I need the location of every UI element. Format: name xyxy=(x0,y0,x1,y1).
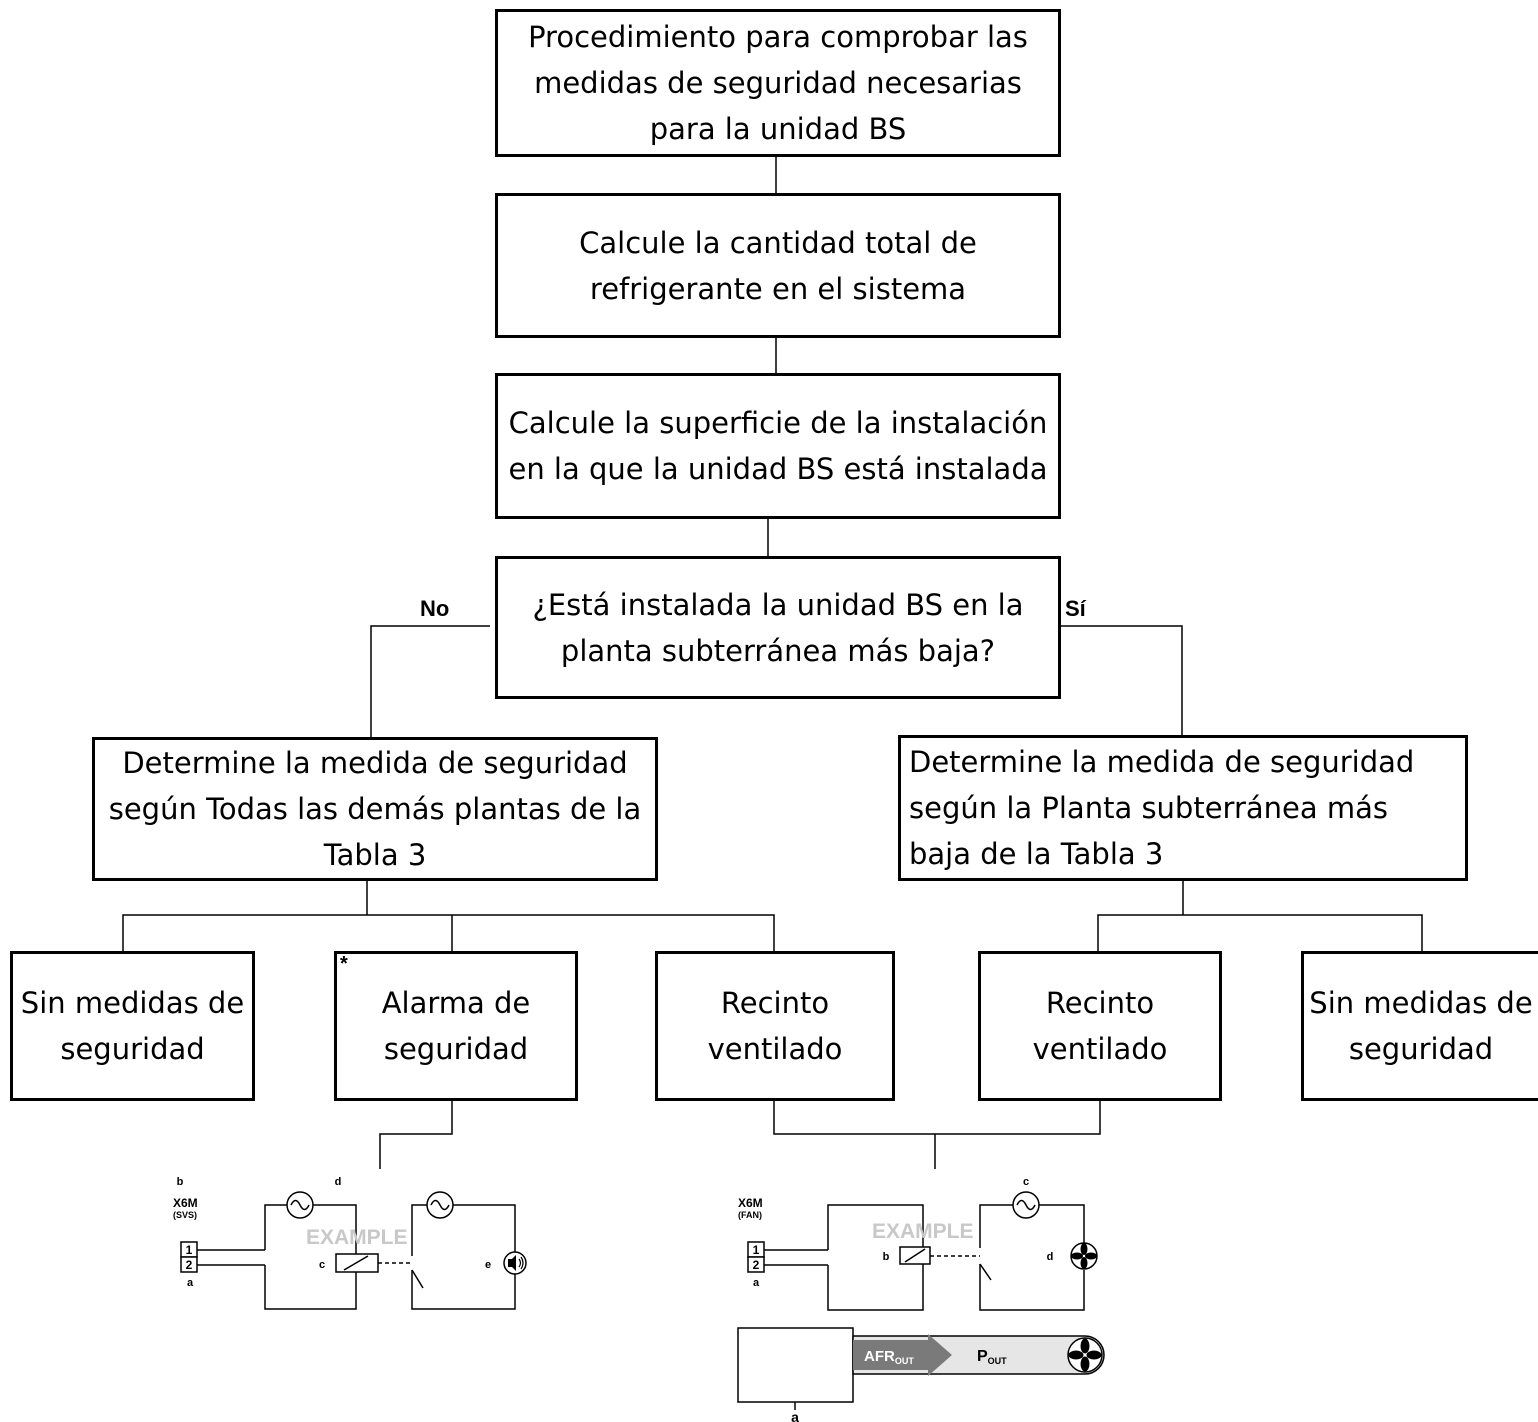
alarm-label-d: d xyxy=(335,1176,342,1188)
outcome-text: Recinto ventilado xyxy=(1032,986,1168,1066)
fan-wiring-diagram: c X6M (FAN) 1 2 a b d EXAMPLE a AFROUT P… xyxy=(737,1176,1105,1422)
pout-label: P xyxy=(977,1348,988,1365)
start-box: Procedimiento para comprobar las medidas… xyxy=(495,9,1061,157)
alarm-circuit-lines xyxy=(197,1204,516,1310)
outcome-text: Alarma de seguridad xyxy=(381,986,531,1066)
calc-refrigerant-box: Calcule la cantidad total de refrigerant… xyxy=(495,193,1061,338)
fan-label-a: a xyxy=(753,1277,760,1289)
fan-terminal-sub: (FAN) xyxy=(738,1210,762,1220)
right-determine-box: Determine la medida de seguridad según l… xyxy=(898,735,1468,881)
alarm-label-e: e xyxy=(485,1259,491,1271)
afr-label: AFR xyxy=(864,1348,895,1365)
outcome-text: Sin medidas de seguridad xyxy=(20,986,245,1066)
left-determine-text: Determine la medida de seguridad según T… xyxy=(108,746,642,872)
svg-text:AFROUT: AFROUT xyxy=(864,1348,914,1366)
pout-subscript: OUT xyxy=(988,1356,1008,1366)
alarm-pin-1: 1 xyxy=(186,1243,193,1257)
fan-label-c: c xyxy=(1023,1176,1029,1188)
fan-enclosure-label: a xyxy=(791,1409,799,1422)
alarm-label-c: c xyxy=(319,1259,325,1271)
afr-subscript: OUT xyxy=(895,1356,915,1366)
outcome-no-measures-left: Sin medidas de seguridad xyxy=(10,951,255,1101)
fan-terminal: X6M xyxy=(738,1196,763,1210)
outcome-text: Sin medidas de seguridad xyxy=(1309,986,1533,1066)
decision-text: ¿Está instalada la unidad BS en la plant… xyxy=(532,587,1024,668)
right-determine-text: Determine la medida de seguridad según l… xyxy=(909,745,1415,871)
airflow-arrow-icon xyxy=(853,1334,952,1376)
branch-no-label: No xyxy=(420,596,450,621)
calc-surface-box: Calcule la superficie de la instalación … xyxy=(495,373,1061,519)
calc-refrigerant-text: Calcule la cantidad total de refrigerant… xyxy=(579,225,977,306)
calc-surface-text: Calcule la superficie de la instalación … xyxy=(508,406,1048,486)
alarm-terminal-sub: (SVS) xyxy=(173,1210,197,1220)
start-text: Procedimiento para comprobar las medidas… xyxy=(528,20,1028,146)
alarm-pin-2: 2 xyxy=(186,1258,193,1272)
fan-circuit-lines xyxy=(764,1204,1085,1311)
left-determine-box: Determine la medida de seguridad según T… xyxy=(92,737,658,881)
fan-pin-2: 2 xyxy=(753,1258,760,1272)
fan-label-b: b xyxy=(883,1251,890,1263)
fan-enclosure-box xyxy=(737,1327,854,1403)
fan-label-d: d xyxy=(1047,1251,1054,1263)
svg-text:POUT: POUT xyxy=(977,1348,1007,1366)
outcome-no-measures-right: Sin medidas de seguridad xyxy=(1301,951,1538,1101)
fan-motor-d-icon xyxy=(1070,1242,1098,1270)
fan-pin-1: 1 xyxy=(753,1243,760,1257)
alarm-terminal: X6M xyxy=(173,1196,198,1210)
alarm-label-a: a xyxy=(187,1277,194,1289)
branch-yes-label: Sí xyxy=(1065,596,1086,621)
asterisk-note: * xyxy=(340,953,348,975)
decision-box: ¿Está instalada la unidad BS en la plant… xyxy=(495,556,1061,699)
outcome-ventilated-left: Recinto ventilado xyxy=(655,951,895,1101)
alarm-example-watermark: EXAMPLE xyxy=(306,1226,408,1249)
outcome-safety-alarm: Alarma de seguridad xyxy=(334,951,578,1101)
fan-example-watermark: EXAMPLE xyxy=(872,1220,974,1243)
outcome-ventilated-right: Recinto ventilado xyxy=(978,951,1222,1101)
exhaust-fan-icon xyxy=(1067,1337,1103,1373)
outcome-text: Recinto ventilado xyxy=(707,986,843,1066)
alarm-wiring-diagram: b d X6M (SVS) 1 2 a c e EXAMPLE xyxy=(173,1176,527,1310)
alarm-label-b: b xyxy=(177,1176,184,1188)
